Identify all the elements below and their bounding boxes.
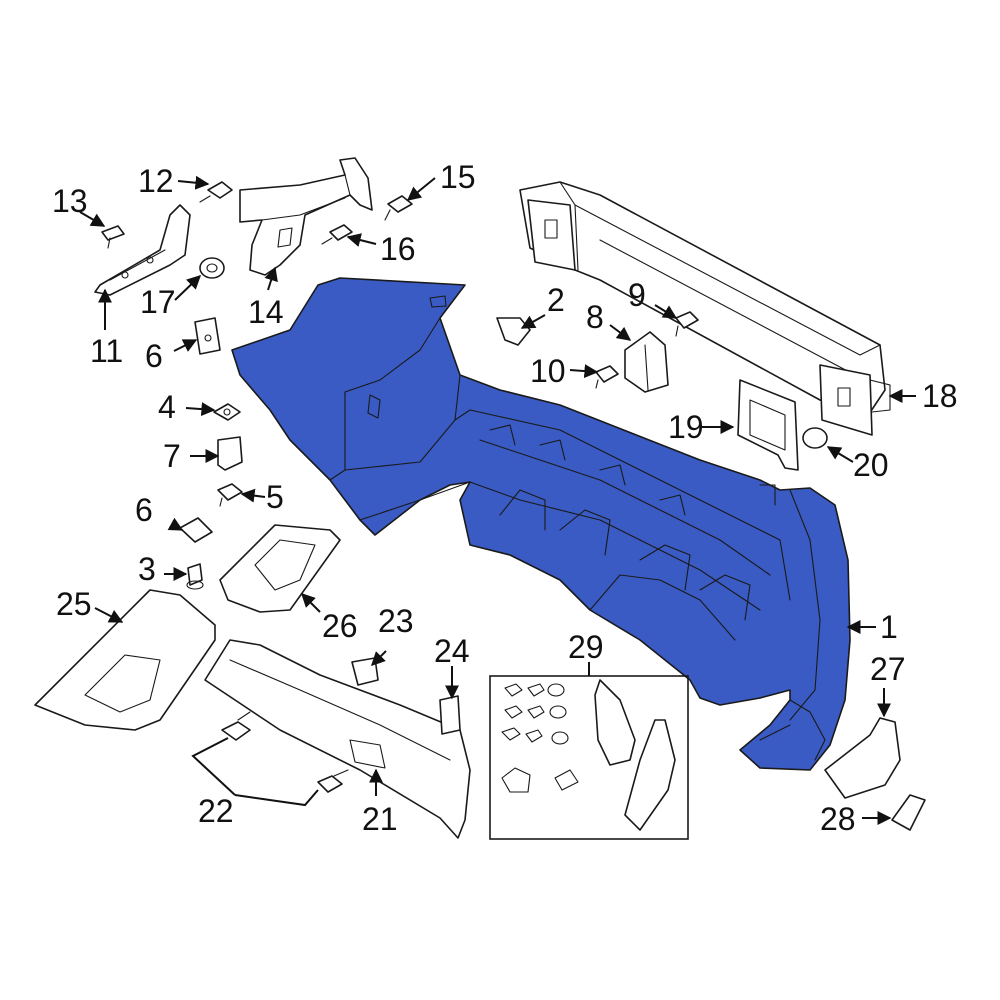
callout-22[interactable]: 22 (198, 793, 234, 829)
callout-26[interactable]: 26 (322, 608, 358, 644)
callout-15[interactable]: 15 (440, 159, 476, 195)
bracket-8[interactable] (624, 331, 669, 393)
callout-20[interactable]: 20 (853, 447, 889, 483)
reinforcement-beam-part[interactable] (519, 181, 891, 436)
callout-21[interactable]: 21 (362, 801, 398, 837)
screw-22a[interactable] (221, 711, 251, 741)
panel-26[interactable] (219, 524, 341, 613)
screw-15[interactable] (384, 195, 413, 221)
washer-20[interactable] (802, 427, 828, 449)
bracket-19[interactable] (737, 379, 799, 471)
bumper-cover-part[interactable] (231, 277, 851, 771)
clip-5[interactable] (217, 483, 243, 507)
bracket-part-11[interactable] (94, 204, 191, 296)
nut-17[interactable] (199, 257, 225, 279)
callout-8[interactable]: 8 (586, 299, 604, 335)
callout-24[interactable]: 24 (434, 633, 470, 669)
bracket-27[interactable] (824, 717, 901, 799)
callout-6-top[interactable]: 6 (145, 338, 163, 374)
callout-23[interactable]: 23 (378, 603, 414, 639)
lower-valance-21[interactable] (204, 639, 471, 839)
callout-3[interactable]: 3 (138, 551, 156, 587)
callout-13[interactable]: 13 (52, 183, 88, 219)
callout-1[interactable]: 1 (880, 609, 898, 645)
callout-25[interactable]: 25 (56, 586, 92, 622)
callout-7[interactable]: 7 (163, 438, 181, 474)
bracket-24[interactable] (439, 695, 461, 735)
sensor-28[interactable] (891, 794, 926, 831)
screw-10[interactable] (595, 365, 619, 389)
screw-12[interactable] (199, 181, 233, 203)
screw-16[interactable] (321, 224, 353, 245)
clip-6-top[interactable] (194, 317, 221, 355)
screw-13[interactable] (101, 225, 125, 249)
callout-2[interactable]: 2 (547, 282, 565, 318)
clip-4[interactable] (213, 403, 241, 421)
callout-16[interactable]: 16 (380, 231, 416, 267)
callout-6-bottom[interactable]: 6 (135, 492, 153, 528)
callout-29[interactable]: 29 (568, 629, 604, 665)
callout-4[interactable]: 4 (158, 389, 176, 425)
callout-5[interactable]: 5 (266, 479, 284, 515)
callout-17[interactable]: 17 (140, 284, 176, 320)
screw-22b[interactable] (317, 769, 349, 793)
callout-9[interactable]: 9 (628, 277, 646, 313)
clip-3[interactable] (186, 563, 204, 590)
callout-labels: 1 2 3 4 5 6 6 7 8 9 10 11 12 13 14 15 16… (52, 159, 958, 837)
mud-flap-kit-box-29[interactable] (489, 675, 689, 840)
screw-9[interactable] (675, 311, 699, 337)
callout-27[interactable]: 27 (870, 651, 906, 687)
leader-lines (79, 175, 916, 825)
clip-2[interactable] (496, 317, 531, 346)
callout-28[interactable]: 28 (820, 801, 856, 837)
bracket-7[interactable] (217, 436, 243, 471)
panel-25[interactable] (34, 589, 216, 731)
callout-19[interactable]: 19 (668, 409, 704, 445)
clip-6-bottom[interactable] (179, 517, 213, 543)
callout-11[interactable]: 11 (90, 333, 123, 369)
callout-10[interactable]: 10 (530, 353, 566, 389)
callout-14[interactable]: 14 (248, 294, 284, 330)
bracket-part-14[interactable] (239, 157, 373, 276)
callout-18[interactable]: 18 (922, 378, 958, 414)
callout-12[interactable]: 12 (138, 163, 174, 199)
